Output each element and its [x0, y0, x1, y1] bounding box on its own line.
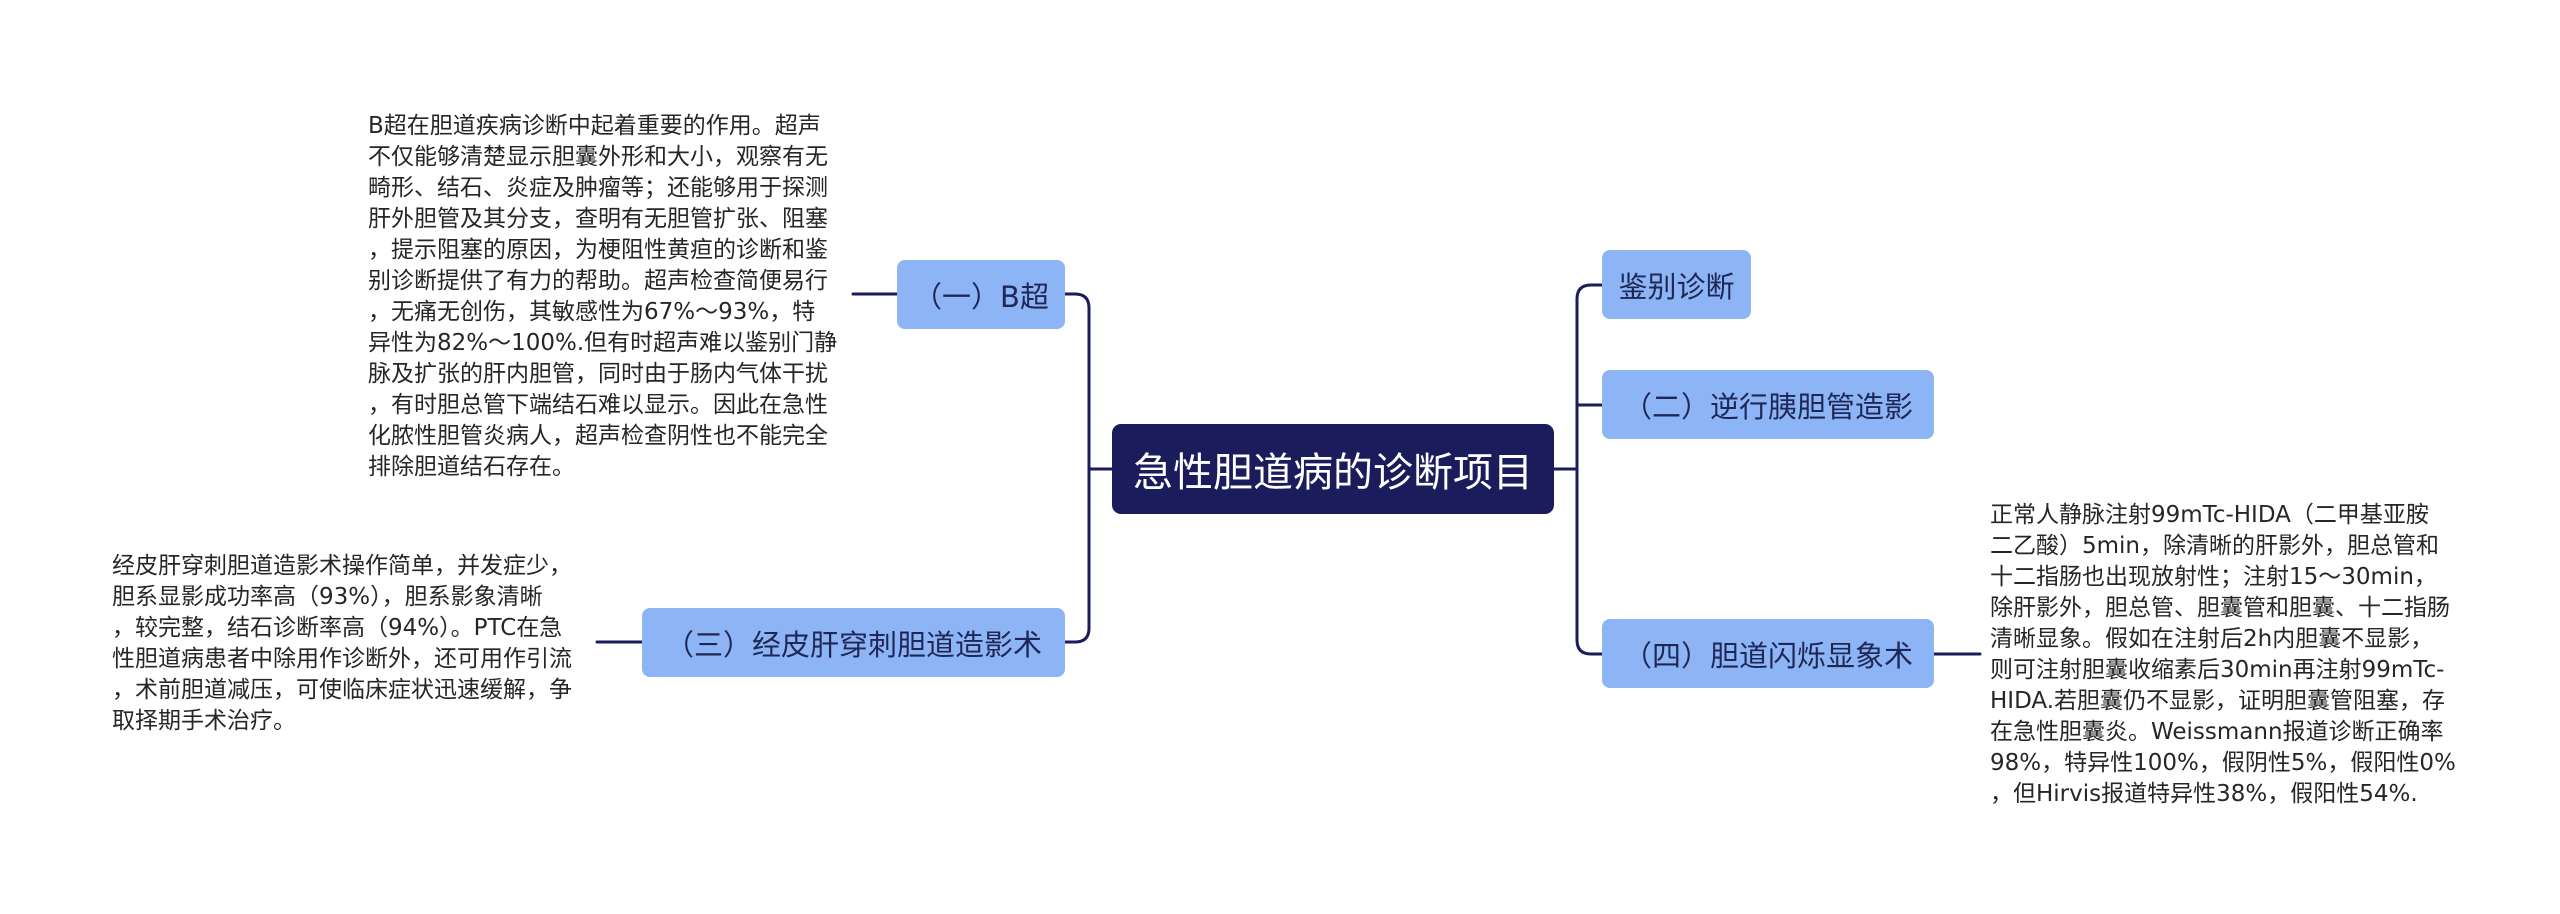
note-line: 胆系显影成功率高（93%），胆系影象清晰 — [112, 584, 543, 610]
note-line: 化脓性胆管炎病人，超声检查阴性也不能完全 — [368, 423, 828, 449]
topic-b-ultrasound-label: （一）B超 — [913, 279, 1049, 314]
topic-ptc[interactable]: （三）经皮肝穿刺胆道造影术 — [642, 608, 1065, 677]
note-line: 在急性胆囊炎。Weissmann报道诊断正确率 — [1990, 719, 2444, 745]
note-line: 肝外胆管及其分支，查明有无胆管扩张、阻塞 — [368, 206, 828, 232]
note-line: 脉及扩张的肝内胆管，同时由于肠内气体干扰 — [368, 361, 828, 387]
note-line: B超在胆道疾病诊断中起着重要的作用。超声 — [368, 113, 821, 139]
topic-differential-diagnosis[interactable]: 鉴别诊断 — [1602, 250, 1751, 319]
note-line: ，但Hirvis报道特异性38%，假阳性54%. — [1990, 781, 2418, 807]
note-line: 98%，特异性100%，假阴性5%，假阳性0% — [1990, 750, 2456, 776]
note-line: 不仅能够清楚显示胆囊外形和大小，观察有无 — [368, 144, 828, 170]
note-line: 取择期手术治疗。 — [112, 708, 296, 734]
note-line: 二乙酸）5min，除清晰的肝影外，胆总管和 — [1990, 533, 2440, 559]
topic-differential-diagnosis-label: 鉴别诊断 — [1618, 269, 1735, 304]
note-line: 别诊断提供了有力的帮助。超声检查简便易行 — [368, 268, 828, 294]
topic-scintigraphy[interactable]: （四）胆道闪烁显象术 — [1602, 619, 1934, 688]
note-line: ，无痛无创伤，其敏感性为67%～93%，特 — [368, 299, 816, 325]
topic-ercp[interactable]: （二）逆行胰胆管造影 — [1602, 370, 1934, 439]
note-scintigraphy[interactable]: 正常人静脉注射99mTc-HIDA（二甲基亚胺 二乙酸）5min，除清晰的肝影外… — [1990, 500, 2456, 810]
note-line: ，有时胆总管下端结石难以显示。因此在急性 — [368, 392, 828, 418]
note-line: ，较完整，结石诊断率高（94%）。PTC在急 — [112, 615, 563, 641]
note-line: 正常人静脉注射99mTc-HIDA（二甲基亚胺 — [1990, 502, 2429, 528]
note-line: 排除胆道结石存在。 — [368, 454, 575, 480]
note-line: HIDA.若胆囊仍不显影，证明胆囊管阻塞，存 — [1990, 688, 2446, 714]
note-b-ultrasound[interactable]: B超在胆道疾病诊断中起着重要的作用。超声 不仅能够清楚显示胆囊外形和大小，观察有… — [368, 111, 837, 483]
note-line: 十二指肠也出现放射性；注射15～30min， — [1990, 564, 2437, 590]
note-line: 异性为82%～100%.但有时超声难以鉴别门静 — [368, 330, 838, 356]
note-line: ，提示阻塞的原因，为梗阻性黄疸的诊断和鉴 — [368, 237, 828, 263]
central-topic[interactable]: 急性胆道病的诊断项目 — [1112, 424, 1554, 514]
connector-right-bracket — [1575, 283, 1604, 656]
note-line: 经皮肝穿刺胆道造影术操作简单，并发症少， — [112, 553, 572, 579]
note-line: 除肝影外，胆总管、胆囊管和胆囊、十二指肠 — [1990, 595, 2450, 621]
topic-ercp-label: （二）逆行胰胆管造影 — [1622, 389, 1913, 424]
note-line: 则可注射胆囊收缩素后30min再注射99mTc- — [1990, 657, 2445, 683]
note-line: 性胆道病患者中除用作诊断外，还可用作引流 — [112, 646, 572, 672]
topic-b-ultrasound[interactable]: （一）B超 — [897, 260, 1065, 329]
note-ptc[interactable]: 经皮肝穿刺胆道造影术操作简单，并发症少， 胆系显影成功率高（93%），胆系影象清… — [112, 551, 572, 737]
connector-left-bracket — [1063, 292, 1091, 644]
note-line: ，术前胆道减压，可使临床症状迅速缓解，争 — [112, 677, 572, 703]
topic-ptc-label: （三）经皮肝穿刺胆道造影术 — [664, 627, 1042, 662]
note-line: 畸形、结石、炎症及肿瘤等；还能够用于探测 — [368, 175, 828, 201]
central-topic-label: 急性胆道病的诊断项目 — [1133, 450, 1533, 496]
note-line: 清晰显象。假如在注射后2h内胆囊不显影， — [1990, 626, 2434, 652]
topic-scintigraphy-label: （四）胆道闪烁显象术 — [1622, 638, 1913, 673]
